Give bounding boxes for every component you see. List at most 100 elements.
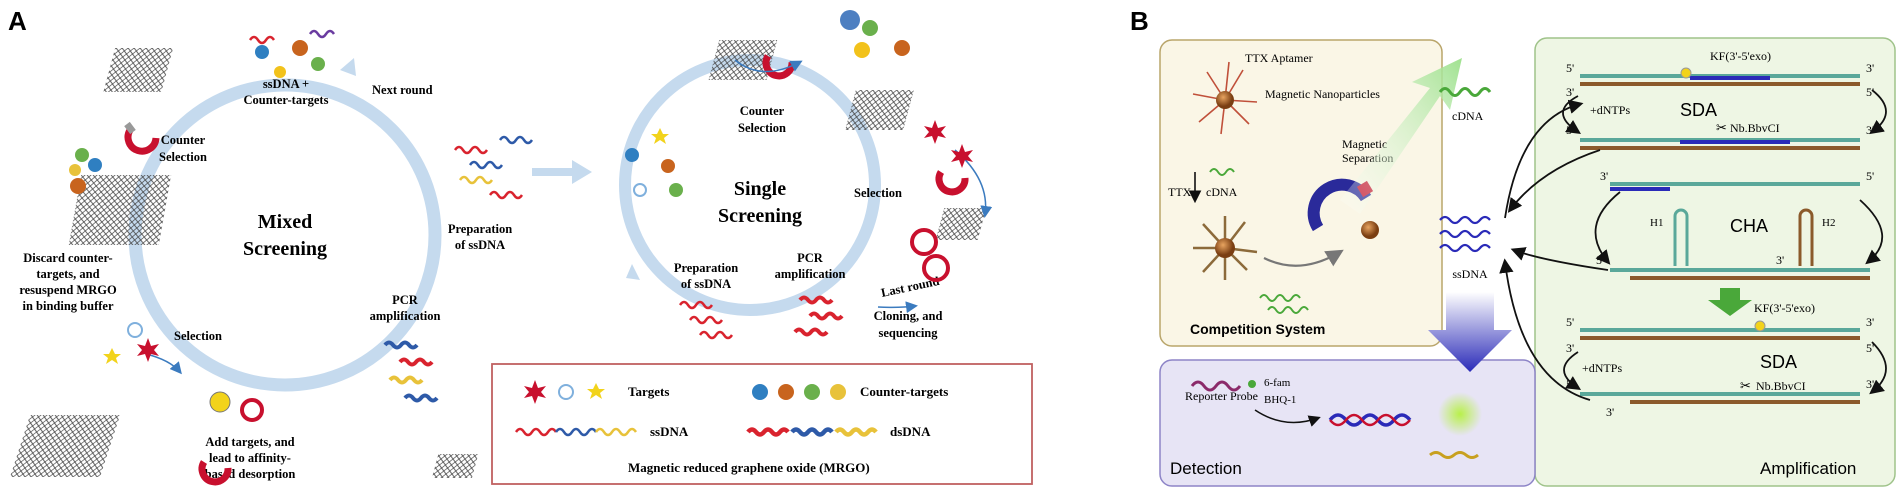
template-strand [1610, 268, 1870, 272]
competition-box [1159, 39, 1443, 347]
prime-label: 3' [1866, 377, 1874, 391]
cycle-arrow [1563, 351, 1582, 390]
single-title-2: Screening [718, 205, 802, 227]
flow-arrow [734, 59, 803, 73]
prime-label: 5' [1866, 169, 1874, 183]
cycle-arrow [1869, 341, 1887, 395]
add-targets-line: lead to affinity- [209, 451, 291, 465]
prep-right-1: Preparation [674, 261, 738, 275]
nb-label: Nb.BbvCI [1756, 379, 1806, 393]
dsdna-yellow-icon [834, 427, 878, 437]
hybrid-duplex-icon [1328, 413, 1412, 427]
prep-right-2: of ssDNA [681, 277, 731, 291]
prime-label: 3' [1600, 169, 1608, 183]
cha-title: CHA [1730, 216, 1768, 236]
prime-label: 5' [1566, 61, 1574, 75]
targets-cluster [910, 120, 973, 282]
pcr-left-2: amplification [370, 309, 441, 323]
discard-line: Discard counter- [23, 251, 112, 265]
detection-title: Detection [1170, 459, 1242, 478]
primer-strand [1580, 146, 1860, 150]
cloning-1: Cloning, and [874, 309, 943, 323]
legend-box [491, 363, 1033, 485]
prime-label: 3' [1776, 253, 1784, 267]
aptamer-bound-nanoparticle [1193, 216, 1258, 280]
sda-bottom: 5' 3' 3' 5' KF(3'-5'exo) +dNTPs SDA ✂ Nb… [1563, 301, 1887, 478]
counter-target-yellow-icon [830, 384, 846, 400]
last-round-arrow [877, 301, 918, 314]
ssdna-red-icon [514, 427, 558, 437]
cycle-arrow [1869, 89, 1887, 135]
hybrid-duplex-icon [1329, 413, 1411, 427]
ssdna-blue-icon [554, 427, 598, 437]
counter-target-blue-icon [752, 384, 768, 400]
magnetic-separation-1: Magnetic [1342, 137, 1387, 151]
extension-strand [1680, 140, 1790, 144]
mrgo-sheet-icon [708, 40, 778, 80]
reporter-probe-icon [1190, 380, 1242, 392]
green-down-arrow [1708, 288, 1752, 316]
fluorescence-glow [1438, 392, 1482, 436]
fam-dot [1248, 380, 1256, 388]
prime-label: 5' [1866, 341, 1874, 355]
dsdna-blue-icon [790, 427, 834, 437]
cycle-arrow [1859, 199, 1883, 265]
panel-b: B TTX Aptamer Magnetic Nanoparticles TTX… [1130, 6, 1896, 487]
hairpin-h2-icon [1798, 208, 1814, 266]
add-targets-label: Add targets, and lead to affinity- based… [205, 435, 296, 481]
counter-targets-cluster [840, 10, 910, 58]
counter-selection-right-2: Selection [738, 121, 786, 135]
cloning-2: sequencing [878, 326, 938, 340]
targets-cluster [103, 322, 264, 422]
discard-line: targets, and [36, 267, 99, 281]
magnet-icon [935, 170, 969, 196]
ttx-label: TTX [1168, 185, 1192, 199]
counter-target-orange-icon [778, 384, 794, 400]
scissors-icon: ✂ [1740, 378, 1751, 393]
prime-label: 3' [1866, 61, 1874, 75]
link-arrow [1499, 258, 1591, 401]
polymerase-icon [1680, 67, 1692, 79]
ssdna-stack [1439, 215, 1491, 253]
mixed-title-2: Screening [243, 238, 327, 260]
counter-selection-right-1: Counter [740, 104, 785, 118]
quenched-probe-icon [1429, 451, 1479, 459]
counter-selection-left-2: Selection [159, 150, 207, 164]
add-targets-line: Add targets, and [205, 435, 294, 449]
primer-strand [1630, 400, 1860, 404]
hairpin-h1-icon [1673, 208, 1689, 266]
link-arrow [1507, 149, 1601, 213]
cdna-strand-icon [1209, 168, 1235, 176]
sda-title-2: SDA [1760, 352, 1797, 372]
mrgo-sheet-icon [845, 90, 914, 130]
primer-strand [1630, 276, 1870, 280]
panel-a-letter: A [8, 6, 27, 36]
cdna-strand-icon [1259, 294, 1301, 302]
target-blue-icon [558, 384, 574, 400]
kf-label: KF(3'-5'exo) [1710, 49, 1771, 63]
primer-strand [1580, 336, 1860, 340]
prime-label: 5' [1566, 315, 1574, 329]
cdna-strand-icon [1267, 306, 1309, 314]
selection-right-label: Selection [854, 186, 902, 200]
ssdna-counter-1: ssDNA + [263, 77, 309, 91]
mrgo-legend-icon [431, 454, 479, 478]
cycle-arrow [1594, 191, 1621, 265]
kf-label: KF(3'-5'exo) [1754, 301, 1815, 315]
legend-dsdna: dsDNA [890, 424, 931, 439]
dntps-label: +dNTPs [1590, 103, 1630, 117]
extension-strand [1690, 76, 1770, 80]
mixed-pool-cluster [625, 128, 683, 197]
h1-label: H1 [1650, 217, 1663, 229]
dsdna-red-icon [746, 427, 790, 437]
ssdna-down-arrow [1428, 292, 1512, 372]
ring-arrowhead [626, 264, 640, 280]
counter-selection-left-1: Counter [161, 133, 206, 147]
flow-arrow [145, 353, 182, 375]
pcr-right-1: PCR [797, 251, 824, 265]
cdna-label: cDNA [1452, 109, 1484, 123]
ssdna-red-pool [678, 300, 734, 340]
reporter-probe-label: Reporter Probe [1185, 389, 1258, 403]
ring-arrowhead [340, 58, 356, 76]
counter-targets-cluster [248, 29, 336, 78]
